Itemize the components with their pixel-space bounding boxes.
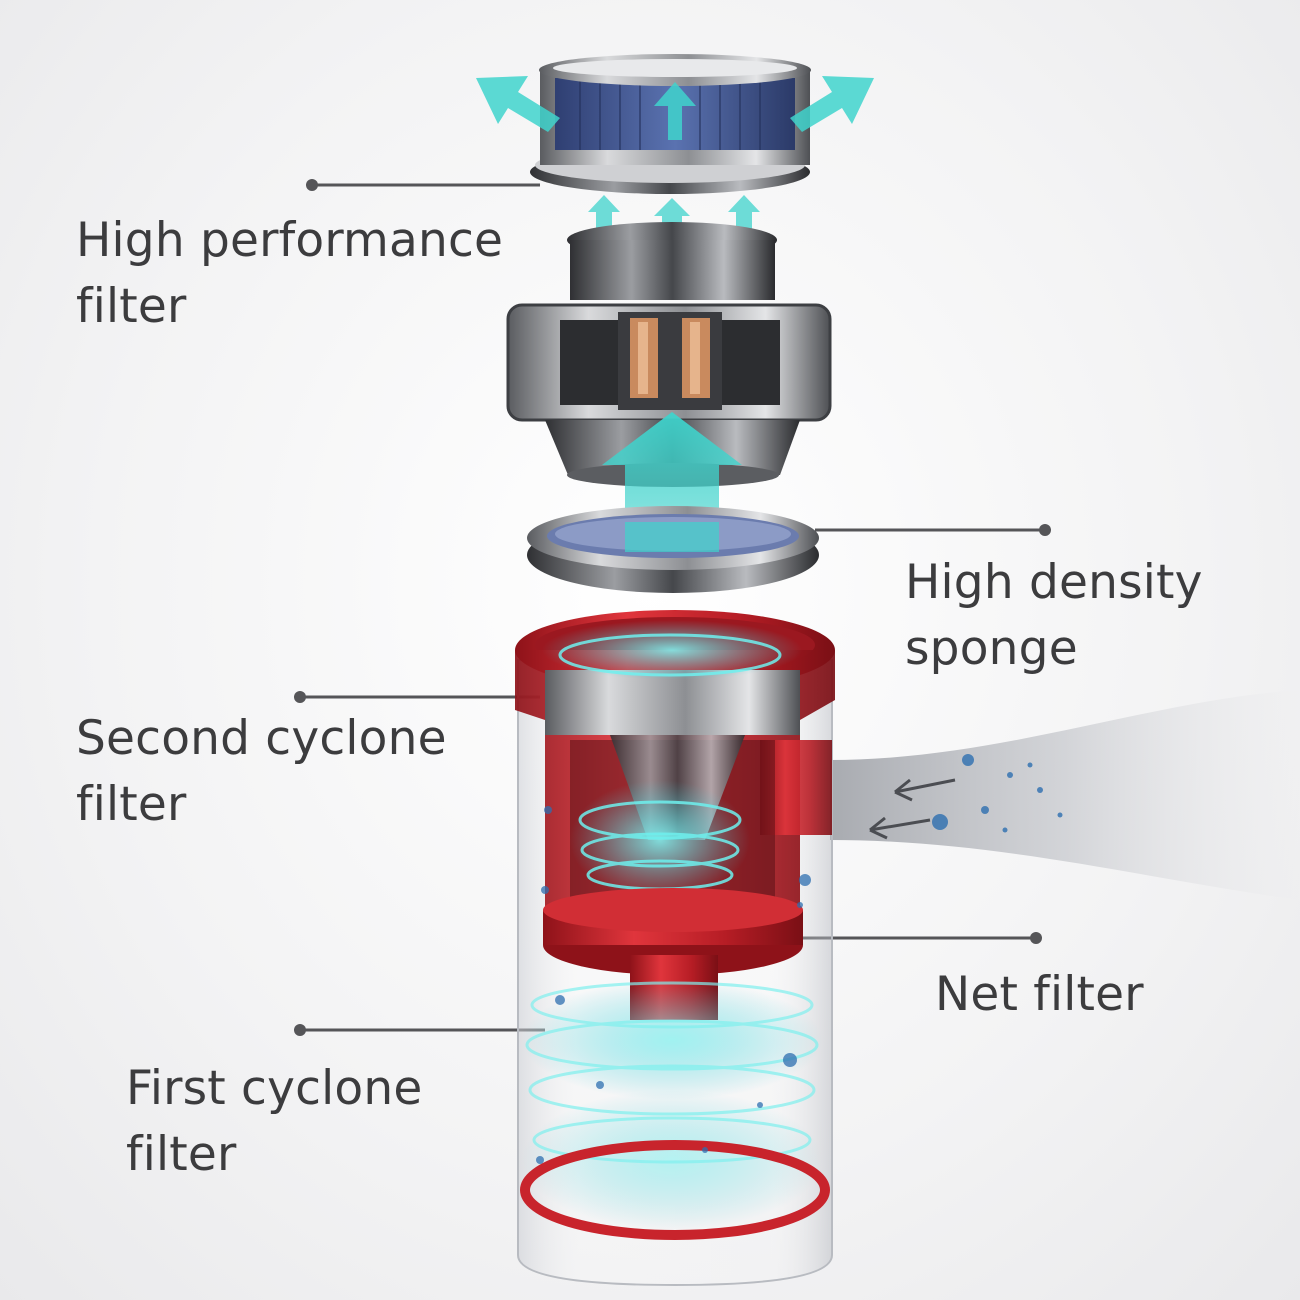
incoming-air-stream (830, 690, 1300, 900)
label-first-cyclone-filter: First cyclone filter (126, 1056, 422, 1188)
label-high-density-sponge-line2: sponge (905, 621, 1078, 676)
motor-part (506, 195, 832, 487)
label-high-performance-filter-line2: filter (76, 279, 187, 334)
exhaust-airflow-arrows (476, 76, 874, 140)
label-high-density-sponge: High density sponge (905, 550, 1203, 682)
label-second-cyclone-filter: Second cyclone filter (76, 706, 447, 838)
high-density-sponge-part (527, 506, 819, 593)
leader-net-filter (800, 932, 1042, 944)
leader-lines (294, 179, 1051, 1036)
leader-first-cyclone-filter (294, 1024, 545, 1036)
label-net-filter-line1: Net filter (935, 967, 1144, 1022)
label-first-cyclone-filter-line1: First cyclone (126, 1061, 423, 1116)
label-high-performance-filter: High performance filter (76, 208, 503, 340)
dust-bin-part (515, 610, 835, 1287)
leader-high-density-sponge (815, 524, 1051, 536)
leader-second-cyclone-filter (294, 691, 540, 703)
leader-high-performance-filter (306, 179, 540, 191)
label-second-cyclone-filter-line1: Second cyclone (76, 711, 447, 766)
label-second-cyclone-filter-line2: filter (76, 777, 187, 832)
label-first-cyclone-filter-line2: filter (126, 1127, 237, 1182)
label-net-filter: Net filter (935, 962, 1144, 1028)
label-high-performance-filter-line1: High performance (76, 213, 504, 268)
label-high-density-sponge-line1: High density (905, 555, 1203, 610)
